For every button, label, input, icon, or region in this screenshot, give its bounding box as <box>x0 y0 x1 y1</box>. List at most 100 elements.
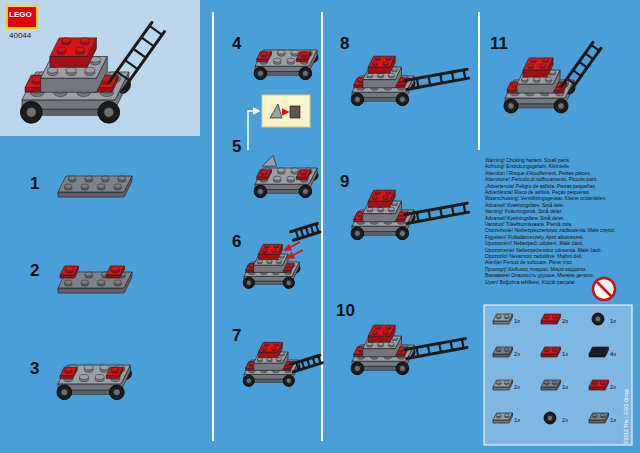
part-count: 4x <box>610 351 616 358</box>
brick-side <box>258 244 282 259</box>
wheel-tyre <box>396 227 409 240</box>
handle-rung <box>440 74 442 83</box>
wheel-tyre <box>396 362 409 375</box>
step-number: 7 <box>232 327 241 346</box>
stud <box>592 381 597 384</box>
stud <box>101 176 109 180</box>
stud <box>277 50 285 54</box>
stud <box>545 77 552 81</box>
handle-rail <box>405 69 467 80</box>
brick-top <box>255 168 317 184</box>
part-count: 2x <box>610 384 616 391</box>
brick-top <box>368 56 395 67</box>
stud <box>300 52 306 56</box>
wheel-tyre <box>57 385 72 400</box>
mower-figure <box>243 342 322 386</box>
brick-top <box>589 380 609 387</box>
stud <box>544 315 549 318</box>
warning-text: Advertência! Risco de asfixia. Peças peq… <box>485 190 591 196</box>
wheel-hub <box>258 71 264 77</box>
stud <box>264 244 269 247</box>
step-number: 5 <box>232 138 241 157</box>
warning-text: Attention ! Risque d'étouffement. Petite… <box>485 171 591 177</box>
callout-pointer <box>248 111 259 150</box>
brick-side <box>523 58 553 77</box>
warning-text: Varoitus! Tukehtumisvaara. Pieniä osia. <box>485 222 572 228</box>
brick-side <box>541 314 561 324</box>
stud <box>592 414 597 417</box>
warning-text: Achtung! Erstickungsgefahr. Kleinteile. <box>485 164 570 170</box>
brick-top <box>258 342 282 352</box>
handle-rung <box>296 362 298 370</box>
stud <box>540 64 546 67</box>
stud <box>272 249 277 252</box>
logo-text: LEGO <box>9 11 32 20</box>
handle-rung <box>462 339 464 348</box>
handle-ladder <box>405 339 467 359</box>
stud <box>84 365 93 370</box>
stud <box>496 315 501 318</box>
step-number: 11 <box>490 35 508 54</box>
brick-top <box>296 170 310 177</box>
brick-side <box>493 347 513 357</box>
stud <box>257 260 262 263</box>
brick-side <box>106 367 123 379</box>
step-number: 1 <box>30 175 39 194</box>
warning-text: Advarsel! Kvælningsfare. Små dele. <box>485 203 564 209</box>
assembly-arrow <box>285 242 300 250</box>
brick-top <box>60 367 77 375</box>
stud <box>521 77 528 81</box>
handle-rung <box>306 227 309 236</box>
stud <box>273 176 281 180</box>
mower-figure <box>57 365 132 400</box>
step-1-figure <box>58 176 132 197</box>
wheel-tyre <box>243 375 254 386</box>
stud <box>372 331 377 334</box>
handle-rung <box>591 45 599 51</box>
divider-line <box>478 12 480 150</box>
brick-side <box>368 190 395 207</box>
slope-brick <box>262 155 276 166</box>
wheel-tyre <box>351 93 364 106</box>
stud <box>544 348 549 351</box>
brick-top <box>257 170 271 177</box>
warning-text: Waarschuwing! Verstikkingsgevaar. Kleine… <box>485 196 607 202</box>
step-2-figure <box>58 266 132 293</box>
stud <box>97 184 105 188</box>
handle-rail <box>121 31 164 92</box>
stud <box>504 381 509 384</box>
brick-top <box>106 367 123 375</box>
stud <box>388 73 394 76</box>
stud <box>264 342 269 345</box>
wheel-tyre <box>351 227 364 240</box>
wheel-hub <box>400 97 406 103</box>
divider-line <box>212 12 214 441</box>
warning-text: Upozornění! Nebezpečí udušení. Malé část… <box>485 241 583 247</box>
stud <box>383 331 388 334</box>
stud <box>291 50 299 54</box>
stud <box>386 56 391 59</box>
wheel-tyre <box>98 101 120 123</box>
handle-rung <box>464 204 466 213</box>
brick-side <box>493 380 513 390</box>
wheel-hub <box>258 189 264 195</box>
brick-side <box>50 38 97 67</box>
mower-figure <box>351 190 469 240</box>
stud <box>81 280 89 284</box>
wheel-tyre <box>254 67 267 80</box>
stud <box>274 342 279 345</box>
brick-top <box>541 380 561 387</box>
mower-figure <box>254 155 318 197</box>
stud <box>267 260 272 263</box>
stud <box>95 374 104 379</box>
brick-top <box>368 190 395 201</box>
handle-rail <box>109 22 152 83</box>
stud <box>600 348 605 351</box>
step-number: 10 <box>336 302 355 321</box>
warning-text: Figyelem! Fulladásveszély. Apró alkatrés… <box>485 235 584 241</box>
stud <box>118 176 126 180</box>
age-warning-icon <box>593 278 615 300</box>
handle-rung <box>417 212 419 221</box>
brick-side <box>106 266 125 278</box>
warning-text: Upozornenie! Nebezpečenstvo udusenia. Ma… <box>485 248 602 254</box>
